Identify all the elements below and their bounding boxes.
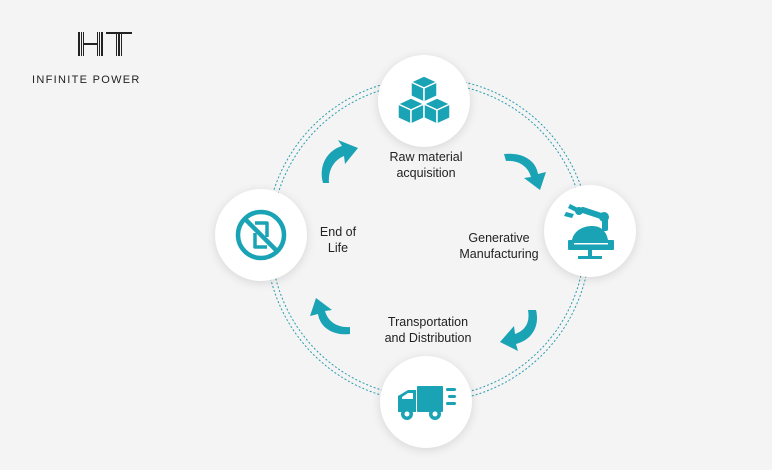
stage-label-eol: End of Life: [314, 224, 362, 256]
brand-tagline: INFINITE POWER: [32, 74, 141, 86]
arrow-trans-to-eol: [310, 298, 350, 335]
stage-node-gen: [544, 185, 636, 277]
no-phone-icon: [235, 209, 287, 261]
stage-label-eol-line2: Life: [327, 241, 349, 255]
stage-label-gen: Generative Manufacturing: [445, 230, 553, 262]
delivery-truck-icon: [398, 386, 456, 420]
stage-label-raw-line2: acquisition: [396, 166, 456, 180]
stage-label-gen-line1: Generative: [468, 231, 530, 245]
cubes-icon: [397, 75, 451, 125]
robot-arm-icon: [564, 204, 614, 259]
stage-label-eol-line1: End of: [319, 225, 357, 239]
stage-node-raw: [378, 55, 470, 147]
stage-label-raw: Raw material acquisition: [372, 149, 480, 181]
arrow-eol-to-raw: [321, 140, 358, 183]
brand-logo: INFINITE POWER: [30, 30, 190, 90]
stage-node-eol: [215, 189, 307, 281]
stage-label-gen-line2: Manufacturing: [459, 247, 539, 261]
stage-label-trans-line1: Transportation: [387, 315, 469, 329]
arrow-gen-to-trans: [500, 310, 538, 351]
arrow-raw-to-gen: [504, 153, 546, 190]
stage-label-raw-line1: Raw material: [389, 150, 463, 164]
stage-label-trans-line2: and Distribution: [384, 331, 472, 345]
stage-node-trans: [380, 356, 472, 448]
ht-logo-mark: [78, 32, 132, 56]
stage-label-trans: Transportation and Distribution: [370, 314, 486, 346]
